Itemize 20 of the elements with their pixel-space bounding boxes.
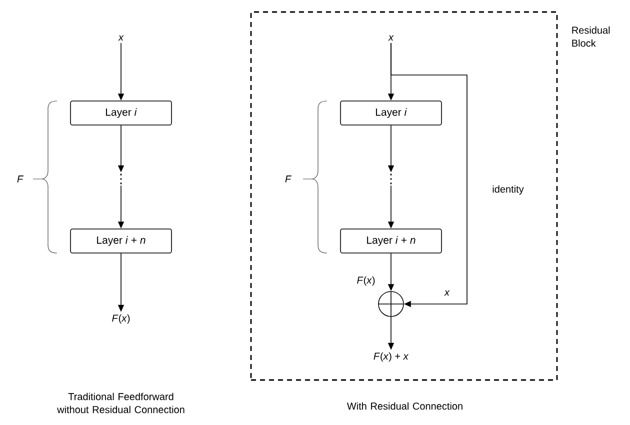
input-label: x <box>118 35 124 41</box>
caption: Traditional Feedforward without Residual Connection <box>57 392 184 414</box>
arrow <box>390 42 468 308</box>
input-label: x <box>388 35 394 41</box>
sum-circle <box>378 291 404 317</box>
ellipsis-dots: ⋮ <box>120 174 122 184</box>
ellipsis-dots: ⋮ <box>390 174 392 184</box>
edge-label: F(x) <box>356 275 376 287</box>
brace-label: F <box>17 176 24 182</box>
output-label: F(x) <box>112 314 130 324</box>
edge-label: identity <box>491 184 525 196</box>
layer-box: Layer i <box>340 100 442 126</box>
variable-label: x <box>444 290 450 296</box>
brace-label: F <box>285 176 292 182</box>
output-label: F(x) + x <box>374 352 409 362</box>
layer-box: Layer i <box>70 100 172 126</box>
layer-box: Layer i + n <box>70 228 172 254</box>
caption: With Residual Connection <box>346 402 462 410</box>
layer-box: Layer i + n <box>340 228 442 254</box>
node-label: Residual Block <box>572 26 610 47</box>
